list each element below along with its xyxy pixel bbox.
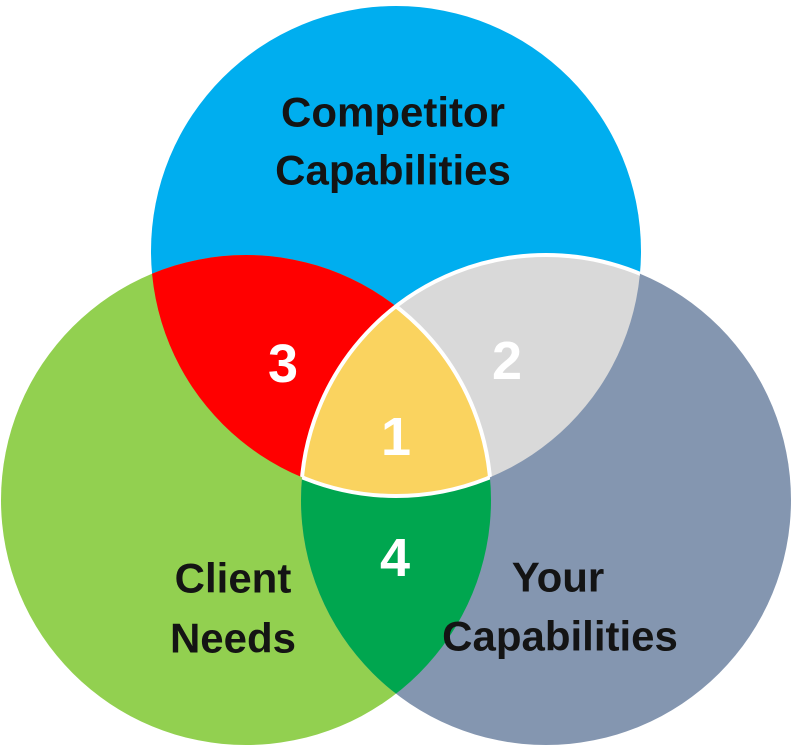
separator-arc-right-circle: [299, 253, 641, 496]
region-1-shape: [301, 255, 491, 496]
client-needs-label-line2: Needs: [170, 615, 296, 662]
competitor-capabilities-label-line1: Competitor: [281, 89, 505, 136]
your-capabilities-label-line1: Your: [512, 554, 605, 601]
region-3-number: 3: [268, 334, 298, 394]
client-needs-label-line1: Client: [175, 555, 292, 602]
competitor-capabilities-label-line2: Capabilities: [275, 147, 511, 194]
region-2-number: 2: [492, 331, 522, 391]
region-4-number: 4: [380, 528, 410, 588]
region-1-number: 1: [381, 407, 411, 467]
your-capabilities-label-line2: Capabilities: [442, 613, 678, 660]
separator-arc-top-circle: [301, 255, 491, 498]
